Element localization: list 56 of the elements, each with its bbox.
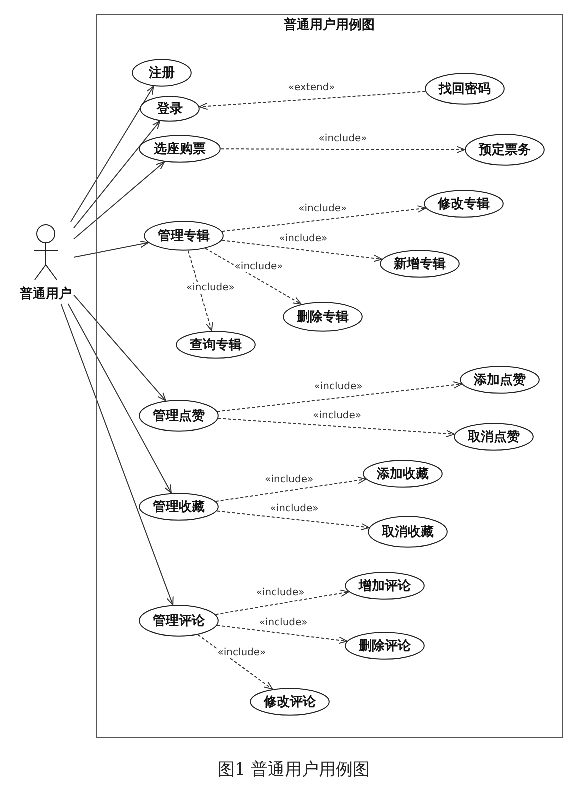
actor: 普通用户 xyxy=(18,222,74,304)
boundary-title: 普通用户用例图 xyxy=(283,16,376,34)
edge-label: «include» xyxy=(185,282,236,294)
edge-label: «include» xyxy=(278,234,329,245)
edge-label: «include» xyxy=(216,648,268,659)
caption: 图1 普通用户用例图 xyxy=(216,759,372,781)
arrow xyxy=(70,86,154,222)
edge-label: «include» xyxy=(269,503,320,514)
use-case-ellipse: 删除专辑 xyxy=(283,302,363,332)
arrow xyxy=(222,240,383,262)
arrow xyxy=(215,476,367,502)
arrow xyxy=(199,91,426,110)
use-case-ellipse: 取消收藏 xyxy=(368,516,448,548)
edge-label: «include» xyxy=(313,382,364,393)
use-case-ellipse: 添加点赞 xyxy=(460,366,540,394)
arrow xyxy=(74,162,166,240)
arrow xyxy=(205,248,302,305)
use-case-ellipse: 登录 xyxy=(140,96,200,122)
edge-label: «extend» xyxy=(287,82,336,94)
use-case-ellipse: 增加评论 xyxy=(345,572,425,600)
use-case-ellipse: 添加收藏 xyxy=(363,460,443,488)
arrow xyxy=(216,625,348,644)
use-case-ellipse: 找回密码 xyxy=(425,73,505,105)
use-case-ellipse: 修改评论 xyxy=(250,688,330,716)
use-case-ellipse: 管理评论 xyxy=(139,605,219,637)
use-case-ellipse: 选座购票 xyxy=(139,135,221,163)
arrow xyxy=(220,146,466,154)
edge-label: «include» xyxy=(264,474,315,486)
arrow xyxy=(68,304,172,494)
arrow xyxy=(217,382,462,412)
use-case-ellipse: 删除评论 xyxy=(345,632,425,660)
arrow xyxy=(216,510,370,531)
edge-label: «include» xyxy=(258,617,309,628)
arrow xyxy=(188,250,214,332)
arrow xyxy=(198,634,274,690)
arrow xyxy=(74,240,149,258)
arrow xyxy=(60,304,174,606)
use-case-ellipse: 取消点赞 xyxy=(454,423,534,451)
edge-label: «include» xyxy=(298,204,348,215)
use-case-ellipse: 修改专辑 xyxy=(424,190,504,218)
edge-label: «include» xyxy=(318,133,368,144)
edge-label: «include» xyxy=(312,410,363,422)
edge-label: «include» xyxy=(234,261,284,272)
arrow xyxy=(74,120,161,229)
arrow xyxy=(215,590,350,616)
use-case-ellipse: 新增专辑 xyxy=(380,250,460,278)
arrow xyxy=(222,206,426,232)
use-case-ellipse: 管理点赞 xyxy=(139,400,219,432)
use-case-ellipse: 预定票务 xyxy=(465,134,545,166)
arrow xyxy=(74,294,166,402)
use-case-ellipse: 管理专辑 xyxy=(144,221,224,251)
use-case-ellipse: 管理收藏 xyxy=(139,493,219,521)
use-case-ellipse: 查询专辑 xyxy=(176,331,256,359)
use-case-ellipse: 注册 xyxy=(132,59,192,87)
arrow xyxy=(218,418,456,438)
edge-label: «include» xyxy=(255,587,306,598)
